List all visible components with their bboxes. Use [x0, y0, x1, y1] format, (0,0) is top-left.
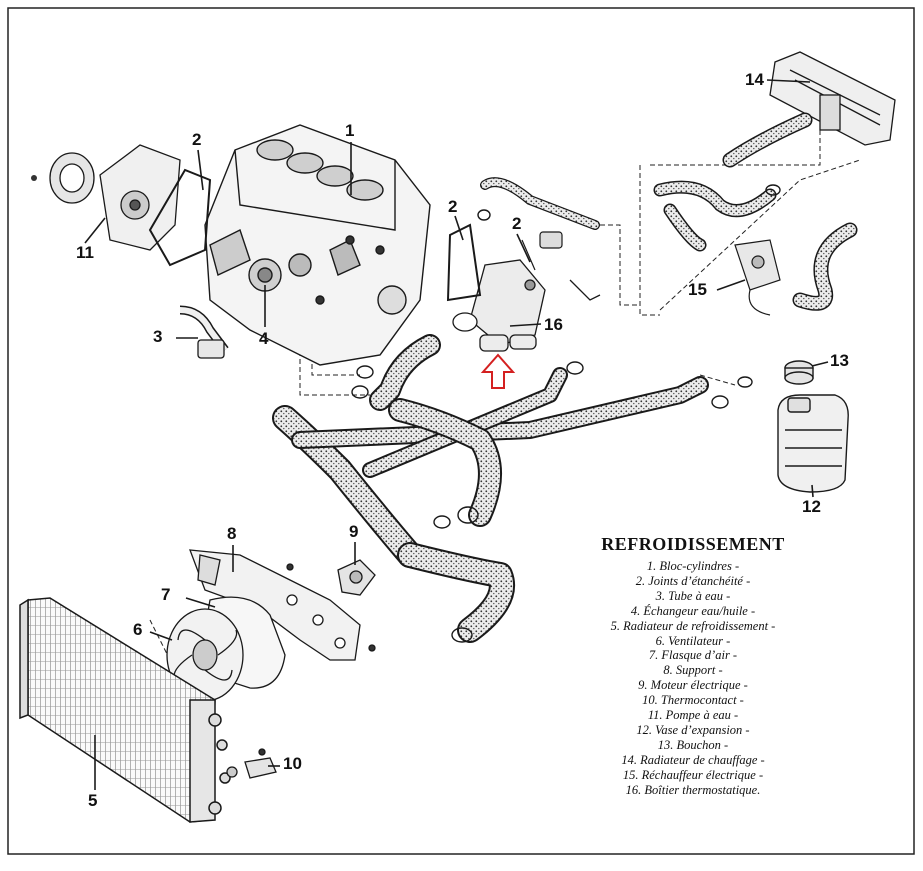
legend-item: 3. Tube à eau -	[655, 588, 731, 603]
page-frame	[7, 7, 915, 855]
callout-3: 3	[153, 327, 163, 346]
flow-arrow	[480, 353, 516, 389]
tank-cap	[784, 360, 814, 385]
callout-12: 12	[802, 497, 821, 516]
radiator	[19, 597, 231, 823]
temp-sensor	[521, 231, 563, 271]
legend: REFROIDISSEMENT 1. Bloc-cylindres - 2. J…	[568, 534, 818, 798]
dashed-routing-lines	[149, 115, 861, 661]
water-pump	[49, 144, 181, 251]
callout-2-thermostat-gasket: 2	[448, 197, 458, 216]
legend-item: 6. Ventilateur -	[655, 633, 731, 648]
legend-item: 8. Support -	[663, 663, 723, 678]
thermostat-housing	[452, 259, 546, 352]
callout-6: 6	[133, 620, 143, 639]
heater-radiator	[769, 51, 896, 146]
callout-11: 11	[76, 243, 94, 262]
legend-item: 14. Radiateur de chauffage -	[621, 752, 765, 767]
pump-bolt	[31, 175, 37, 181]
legend-item: 9. Moteur électrique -	[638, 678, 748, 693]
legend-item: 13. Bouchon -	[657, 737, 729, 752]
callout-5: 5	[88, 791, 98, 810]
legend-item: 4. Échangeur eau/huile -	[630, 603, 756, 618]
legend-item: 16. Boîtier thermostatique.	[625, 782, 761, 797]
callout-16: 16	[544, 315, 563, 334]
callout-10: 10	[283, 754, 302, 773]
legend-item: 7. Flasque d’air -	[648, 648, 738, 663]
legend-item: 11. Pompe à eau -	[647, 708, 739, 723]
callout-2-pump-gasket: 2	[192, 130, 202, 149]
electric-heater	[734, 239, 781, 316]
thermocontact	[226, 748, 277, 779]
legend-item: 1. Bloc-cylindres -	[646, 559, 740, 573]
expansion-tank	[777, 394, 849, 493]
callout-1: 1	[345, 121, 355, 140]
callout-15: 15	[688, 280, 707, 299]
legend-item: 5. Radiateur de refroidissement -	[610, 618, 776, 633]
pump-gasket	[148, 168, 212, 267]
callout-9: 9	[349, 522, 359, 541]
callout-8: 8	[227, 524, 237, 543]
hose-clamps	[351, 184, 781, 643]
legend-item: 15. Réchauffeur électrique -	[622, 767, 764, 782]
leader-lines	[84, 79, 829, 790]
callout-13: 13	[830, 351, 849, 370]
water-tube	[179, 305, 229, 359]
callout-14: 14	[745, 70, 764, 89]
callout-7: 7	[161, 585, 171, 604]
callout-2-sensor-seal: 2	[512, 214, 522, 233]
legend-item: 2. Joints d’étanchéité -	[635, 573, 751, 588]
legend-title: REFROIDISSEMENT	[601, 534, 785, 554]
clip	[569, 279, 601, 301]
cooling-fan	[166, 608, 244, 702]
engine-block	[204, 124, 431, 366]
legend-item: 12. Vase d’expansion -	[636, 722, 750, 737]
heater-hoses	[653, 112, 858, 311]
main-hoses	[272, 334, 709, 643]
thermostat-gasket	[446, 223, 482, 302]
callout-4: 4	[259, 329, 269, 348]
legend-item: 10. Thermocontact -	[642, 693, 744, 708]
electric-motor	[337, 559, 376, 596]
